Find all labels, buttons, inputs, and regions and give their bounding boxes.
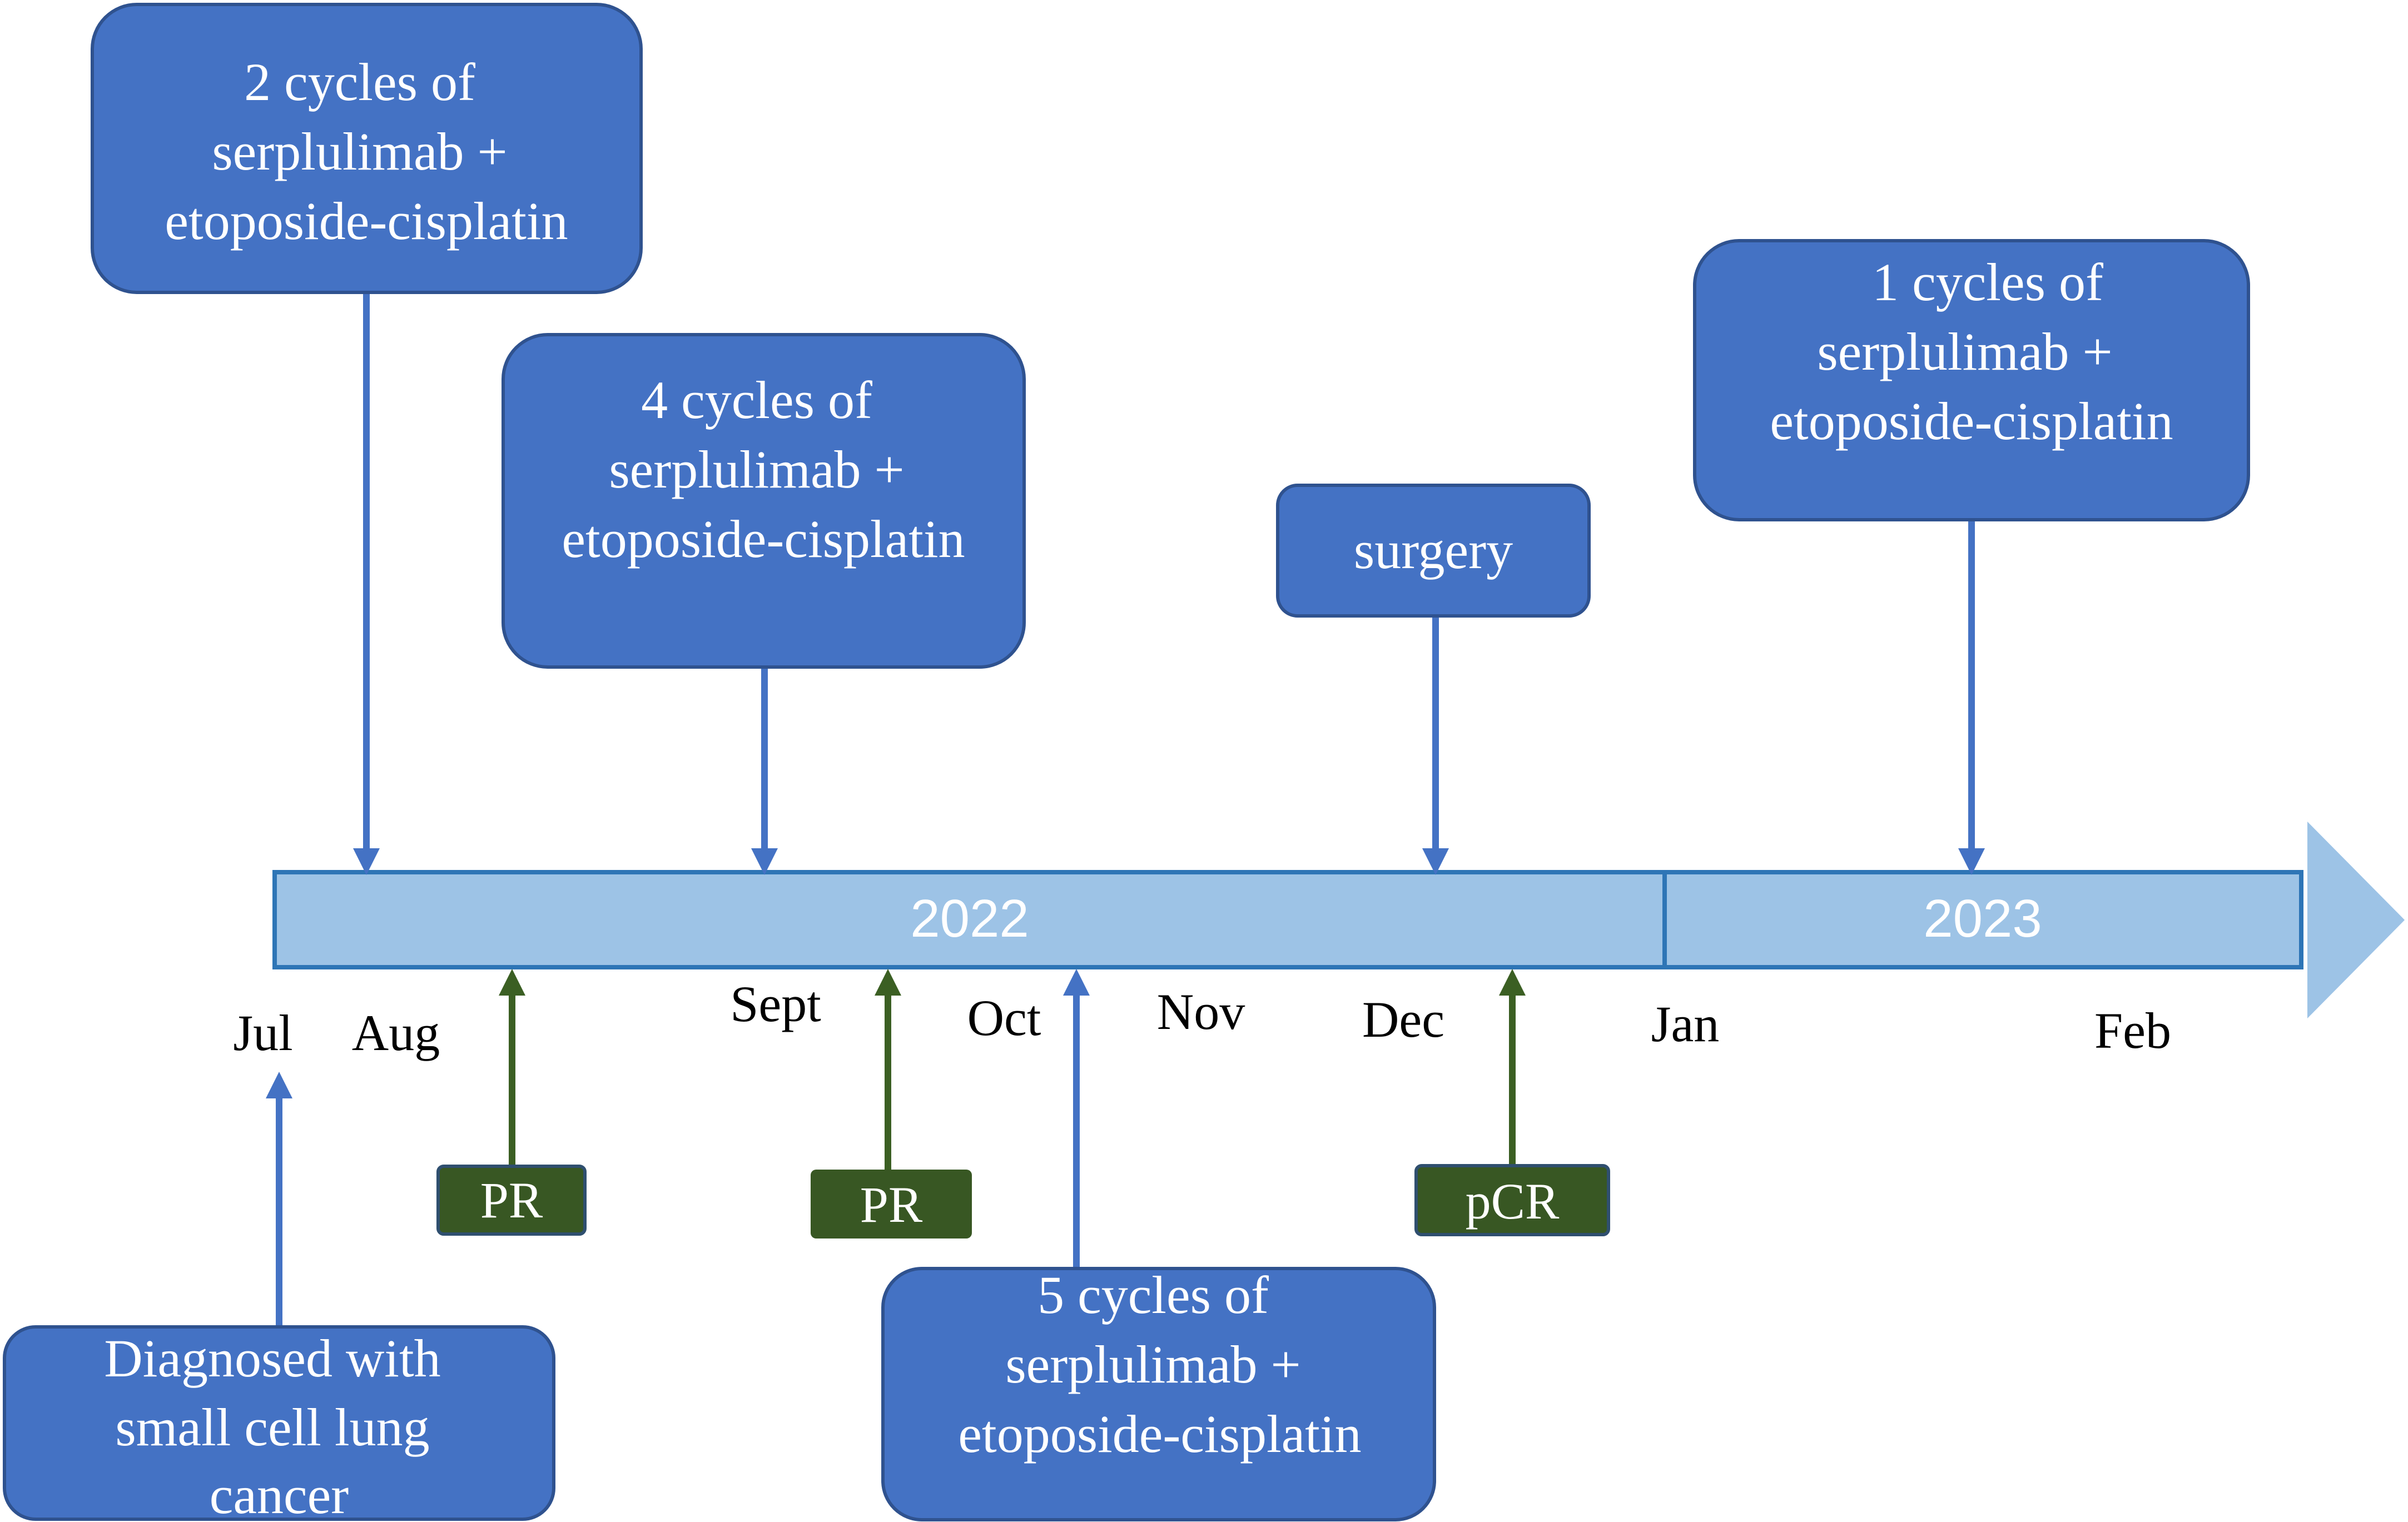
box-4-cycles-line-1: 4 cycles of — [641, 370, 872, 430]
timeline-segment-2022 — [272, 870, 1667, 969]
month-labels: Jul Aug Sept Oct Nov Dec Jan Feb — [233, 976, 2171, 1061]
box-2-cycles-line-3: etoposide-cisplatin — [165, 191, 568, 251]
svg-text:2 cycles of serplulimab: 2 cycles of serplulimab + etoposide-cisp… — [165, 52, 568, 251]
month-aug: Aug — [352, 1004, 440, 1061]
month-jul: Jul — [233, 1004, 292, 1061]
timeline-arrowhead — [2307, 822, 2405, 1018]
treatment-arrows — [266, 293, 1985, 1326]
box-surgery: surgery — [1276, 484, 1591, 618]
box-4-cycles-line-2: serplulimab + — [609, 440, 904, 499]
badge-pr-1: PR — [436, 1165, 587, 1236]
svg-text:1 cycles of serplulimab: 1 cycles of serplulimab + etoposide-cisp… — [1770, 252, 2173, 451]
badge-pcr-label: pCR — [1466, 1173, 1560, 1230]
box-5-cycles: 5 cycles of serplulimab + etoposide-cisp… — [881, 1265, 1436, 1521]
box-diagnosis: Diagnosed with small cell lung cancer — [3, 1325, 555, 1522]
svg-text:5 cycles of serplulimab: 5 cycles of serplulimab + etoposide-cisp… — [958, 1265, 1361, 1464]
box-diagnosis-line-2: small cell lung — [115, 1397, 429, 1457]
box-4-cycles: 4 cycles of serplulimab + etoposide-cisp… — [502, 333, 1026, 669]
box-diagnosis-line-3: cancer — [210, 1465, 349, 1522]
response-arrows — [499, 969, 1526, 1170]
svg-text:Diagnosed with small cel: Diagnosed with small cell lung cancer — [104, 1329, 454, 1522]
box-1-cycles-line-3: etoposide-cisplatin — [1770, 391, 2173, 451]
box-diagnosis-line-1: Diagnosed with — [104, 1329, 440, 1388]
box-2-cycles: 2 cycles of serplulimab + etoposide-cisp… — [91, 3, 643, 294]
box-4-cycles-line-3: etoposide-cisplatin — [562, 509, 965, 569]
box-1-cycles: 1 cycles of serplulimab + etoposide-cisp… — [1693, 239, 2250, 521]
badge-pr-1-label: PR — [480, 1172, 543, 1228]
timeline-segment-2023 — [1662, 870, 2303, 969]
month-dec: Dec — [1362, 991, 1444, 1048]
year-label-2022: 2022 — [910, 889, 1029, 948]
month-feb: Feb — [2094, 1002, 2171, 1059]
badge-pr-2: PR — [811, 1170, 972, 1239]
badge-pcr: pCR — [1414, 1164, 1610, 1236]
box-5-cycles-line-1: 5 cycles of — [1037, 1265, 1269, 1325]
box-2-cycles-line-2: serplulimab + — [212, 122, 507, 181]
box-1-cycles-line-1: 1 cycles of — [1872, 252, 2103, 312]
month-nov: Nov — [1157, 983, 1245, 1040]
month-oct: Oct — [967, 989, 1041, 1046]
month-sept: Sept — [730, 976, 821, 1032]
box-surgery-label: surgery — [1354, 520, 1513, 580]
box-5-cycles-line-2: serplulimab + — [1005, 1335, 1300, 1394]
badge-pr-2-label: PR — [860, 1176, 923, 1233]
box-2-cycles-line-1: 2 cycles of — [244, 52, 475, 112]
box-5-cycles-line-3: etoposide-cisplatin — [958, 1404, 1361, 1464]
timeline-bar: 2022 2023 — [272, 822, 2405, 1018]
month-jan: Jan — [1651, 996, 1720, 1052]
year-label-2023: 2023 — [1923, 889, 2042, 948]
box-1-cycles-line-2: serplulimab + — [1817, 322, 2112, 381]
svg-text:4 cycles of serplulimab: 4 cycles of serplulimab + etoposide-cisp… — [562, 370, 965, 569]
